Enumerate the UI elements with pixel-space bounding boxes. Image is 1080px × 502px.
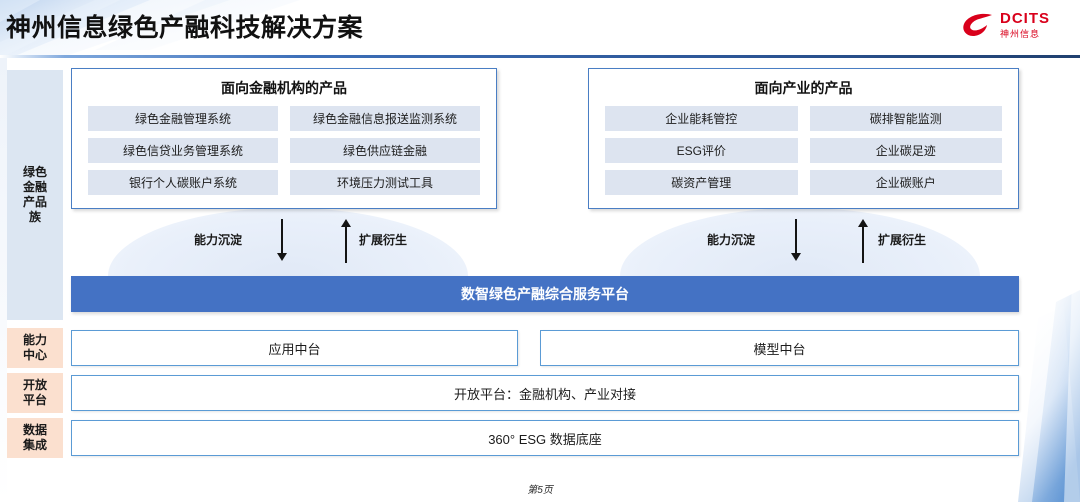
arrow-shaft <box>795 219 797 255</box>
sidebar-label-text: 能力 中心 <box>22 333 47 362</box>
flow-label-precipitate-left: 能力沉淀 <box>194 233 243 247</box>
page-title: 神州信息绿色产融科技解决方案 <box>6 14 364 42</box>
product-chip[interactable]: 绿色供应链金融 <box>290 138 480 163</box>
panel-title: 面向金融机构的产品 <box>221 80 347 96</box>
product-chip[interactable]: 绿色信贷业务管理系统 <box>88 138 278 163</box>
product-grid: 企业能耗管控 碳排智能监测 ESG评价 企业碳足迹 碳资产管理 企业碳账户 <box>589 106 1018 195</box>
sidebar-label-text: 绿色 金融 产品 族 <box>22 165 47 224</box>
flow-label-precipitate-right: 能力沉淀 <box>707 233 756 247</box>
product-chip[interactable]: 企业碳足迹 <box>809 138 1002 163</box>
capability-hill-left-decoration <box>108 208 468 276</box>
logo-wordmark: DCITS 神州信息 <box>1000 11 1050 40</box>
product-grid: 绿色金融管理系统 绿色金融信息报送监测系统 绿色信贷业务管理系统 绿色供应链金融… <box>72 106 496 195</box>
product-chip[interactable]: 企业能耗管控 <box>605 106 798 131</box>
panel-industry-products: 面向产业的产品 企业能耗管控 碳排智能监测 ESG评价 企业碳足迹 碳资产管理 … <box>588 68 1019 209</box>
corner-ribbon-decoration <box>1018 278 1080 502</box>
flow-label-derive-right: 扩展衍生 <box>878 233 927 247</box>
product-chip[interactable]: 银行个人碳账户系统 <box>88 170 278 195</box>
arrow-shaft <box>281 219 283 255</box>
product-chip[interactable]: 绿色金融信息报送监测系统 <box>290 106 480 131</box>
box-label: 开放平台：金融机构、产业对接 <box>453 386 636 402</box>
product-chip[interactable]: 碳排智能监测 <box>809 106 1002 131</box>
arrow-head <box>341 219 351 227</box>
arrow-shaft <box>862 227 864 263</box>
product-chip[interactable]: ESG评价 <box>605 138 798 163</box>
box-label: 模型中台 <box>753 341 806 357</box>
arrow-head <box>791 253 801 261</box>
flow-label-derive-left: 扩展衍生 <box>359 233 408 247</box>
arrow-shaft <box>345 227 347 263</box>
header-divider <box>0 55 1080 58</box>
dcits-swirl-icon <box>963 13 992 36</box>
arrow-head <box>858 219 868 227</box>
platform-bar-label: 数智绿色产融综合服务平台 <box>461 286 629 302</box>
sidebar-item-data-integration[interactable]: 数据 集成 <box>7 418 63 458</box>
box-label: 360° ESG 数据底座 <box>488 431 602 447</box>
box-application-middle-platform[interactable]: 应用中台 <box>71 330 518 366</box>
sidebar-label-text: 数据 集成 <box>22 423 47 452</box>
product-chip[interactable]: 碳资产管理 <box>605 170 798 195</box>
product-chip[interactable]: 企业碳账户 <box>809 170 1002 195</box>
logo-brand-cn-text: 神州信息 <box>1000 29 1041 39</box>
box-label: 应用中台 <box>268 341 321 357</box>
company-logo: DCITS 神州信息 <box>960 9 1070 45</box>
logo-brand-text: DCITS <box>1000 10 1050 27</box>
panel-title: 面向产业的产品 <box>754 80 853 96</box>
page-number-footer: 第5页 <box>527 485 553 496</box>
box-model-middle-platform[interactable]: 模型中台 <box>540 330 1019 366</box>
slide-header: 神州信息绿色产融科技解决方案 DCITS 神州信息 <box>0 0 1080 58</box>
sidebar-item-green-finance-family[interactable]: 绿色 金融 产品 族 <box>7 70 63 320</box>
panel-financial-institution-products: 面向金融机构的产品 绿色金融管理系统 绿色金融信息报送监测系统 绿色信贷业务管理… <box>71 68 497 209</box>
arrow-head <box>277 253 287 261</box>
product-chip[interactable]: 环境压力测试工具 <box>290 170 480 195</box>
sidebar-item-ability-center[interactable]: 能力 中心 <box>7 328 63 368</box>
sidebar-label-text: 开放 平台 <box>22 378 47 407</box>
product-chip[interactable]: 绿色金融管理系统 <box>88 106 278 131</box>
box-data-foundation[interactable]: 360° ESG 数据底座 <box>71 420 1019 456</box>
sidebar-item-open-platform[interactable]: 开放 平台 <box>7 373 63 413</box>
left-edge-decoration <box>0 58 7 502</box>
box-open-platform[interactable]: 开放平台：金融机构、产业对接 <box>71 375 1019 411</box>
platform-bar[interactable]: 数智绿色产融综合服务平台 <box>71 276 1019 312</box>
